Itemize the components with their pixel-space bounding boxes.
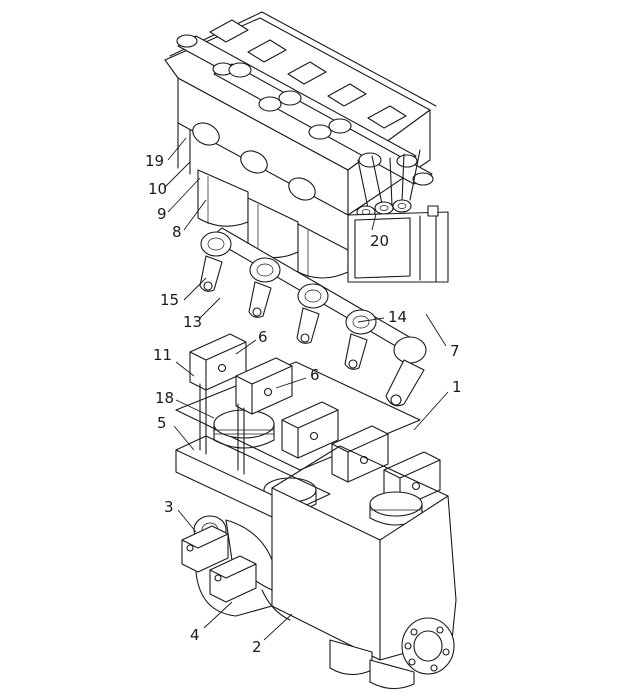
label-18: 18: [155, 389, 174, 407]
part-labels: 19 10 9 8 20 15 13 14 7 6 11 6 1 18 5 3 …: [145, 152, 462, 656]
label-4: 4: [190, 626, 200, 644]
label-9: 9: [157, 205, 167, 223]
label-20: 20: [370, 232, 389, 250]
label-7: 7: [450, 342, 460, 360]
piston-assembly: [175, 333, 441, 526]
valves: [356, 149, 421, 219]
label-8: 8: [172, 223, 182, 241]
label-1: 1: [452, 378, 462, 396]
label-15: 15: [160, 291, 179, 309]
crankcase-assembly: [175, 435, 457, 690]
label-10: 10: [148, 180, 167, 198]
cylinder-head-assembly: [164, 11, 449, 283]
label-11: 11: [153, 346, 172, 364]
label-3: 3: [164, 498, 174, 516]
cylinder-liners: [197, 169, 349, 279]
label-2: 2: [252, 638, 262, 656]
label-14: 14: [388, 308, 407, 326]
leader-lines: [163, 137, 449, 641]
label-13: 13: [183, 313, 202, 331]
eccentric-shaft-assembly: [199, 227, 427, 407]
label-6-lower: 6: [310, 366, 320, 384]
camshaft-bearing-caps: [209, 19, 407, 129]
label-19: 19: [145, 152, 164, 170]
label-5: 5: [157, 414, 167, 432]
label-6-upper: 6: [258, 328, 268, 346]
camshafts: [176, 34, 434, 186]
